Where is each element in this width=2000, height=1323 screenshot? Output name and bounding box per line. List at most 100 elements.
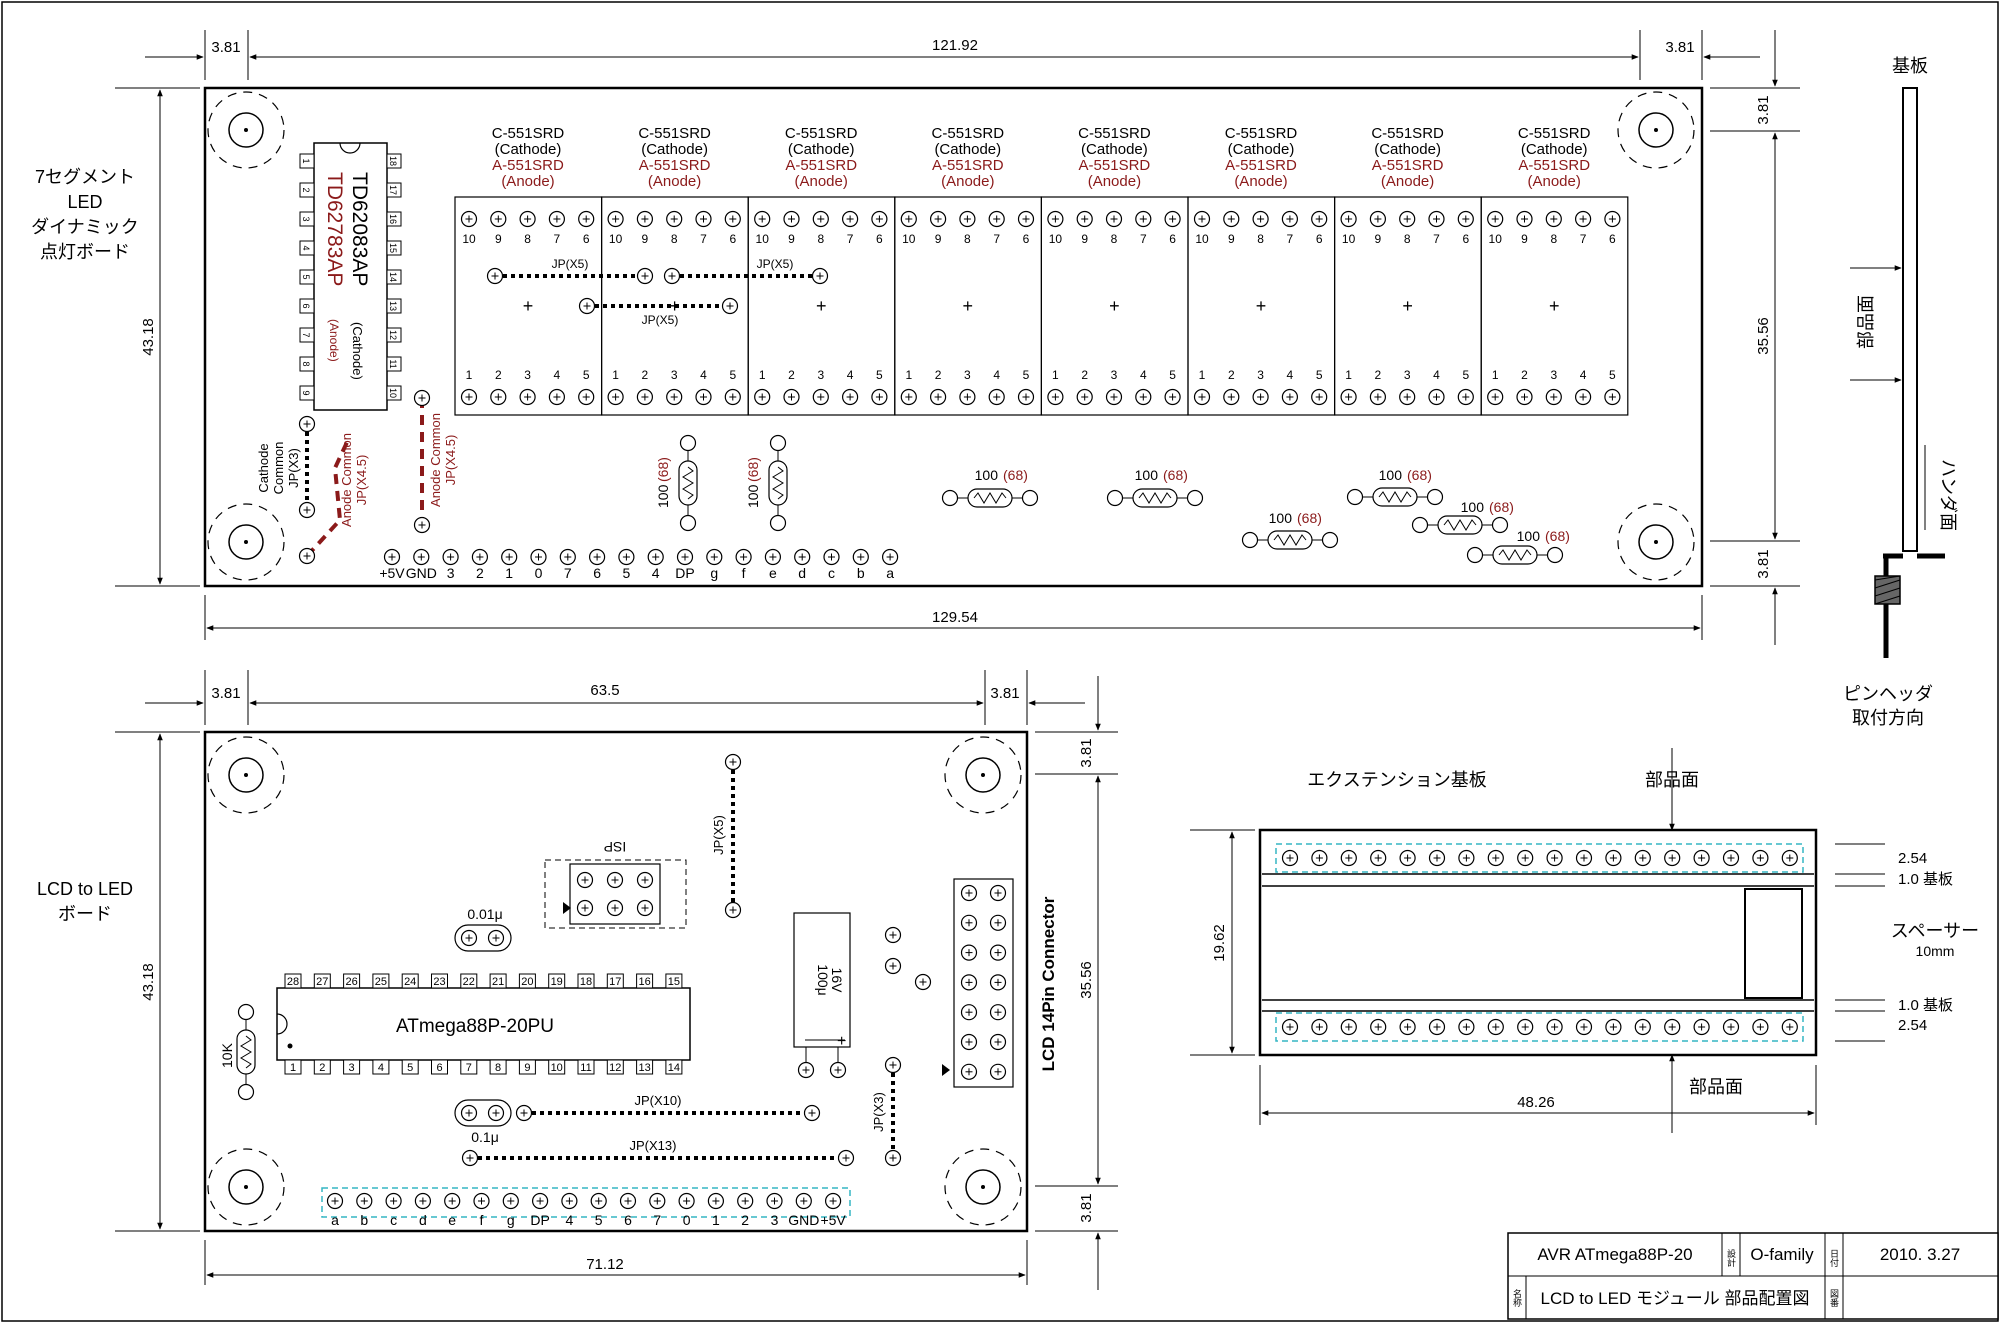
pad-icon xyxy=(649,1192,666,1210)
pin-label: 17 xyxy=(609,976,621,988)
pad-icon xyxy=(812,210,829,228)
pad-icon xyxy=(989,1004,1007,1021)
pin-label: 5 xyxy=(1169,368,1176,382)
tb-name-label: 名称 xyxy=(1512,1288,1522,1308)
pad-icon xyxy=(1399,388,1416,406)
pad-icon xyxy=(707,1192,725,1210)
pin-label: 7 xyxy=(1287,232,1294,246)
pad-icon xyxy=(1487,1018,1504,1036)
resistor-value: 100 xyxy=(975,467,999,483)
pad-icon xyxy=(1457,210,1474,228)
pad-icon xyxy=(754,210,771,228)
pin-label: 3 xyxy=(1404,368,1411,382)
pad-icon xyxy=(1575,1018,1593,1036)
bot-dim-width-inner: 63.5 xyxy=(590,682,619,699)
pad-icon xyxy=(385,1192,402,1210)
pin-label: d xyxy=(798,565,806,581)
pad-icon xyxy=(590,1192,607,1210)
center-mark-icon: + xyxy=(1402,296,1413,316)
pad-icon xyxy=(959,388,976,406)
pad-icon xyxy=(460,210,478,228)
pin-label: 9 xyxy=(1228,232,1235,246)
pad-icon xyxy=(1722,1018,1740,1036)
pad-icon xyxy=(1340,1018,1357,1036)
segment-part-label: C-551SRD xyxy=(1078,125,1151,142)
pin-label: 7 xyxy=(653,1212,661,1228)
segment-part-label: A-551SRD xyxy=(1518,157,1590,174)
pin-label: 17 xyxy=(388,185,398,195)
pin-label: 2 xyxy=(1521,368,1528,382)
pad-icon xyxy=(1604,388,1621,406)
pin-label: 4 xyxy=(652,565,660,581)
center-mark-icon: + xyxy=(963,296,974,316)
top-board: 7セグメント LED ダイナミック 点灯ボード 3.81 121.92 3.81… xyxy=(31,30,1800,645)
pin-label: g xyxy=(710,565,718,581)
pad-icon xyxy=(824,1192,842,1210)
resistor-value: 100 xyxy=(1269,510,1293,526)
bottom-board-label-2: ボード xyxy=(58,904,112,924)
segment-part-label: C-551SRD xyxy=(1371,125,1444,142)
pad-icon xyxy=(490,388,507,406)
pin-header-icon xyxy=(1874,575,1901,605)
pad-icon xyxy=(1517,1018,1534,1036)
tb-design-label: 設計 xyxy=(1726,1248,1736,1268)
pad-icon xyxy=(676,548,694,566)
pad-icon xyxy=(1340,849,1357,867)
bot-dim-margin-bottom: 3.81 xyxy=(1078,1193,1095,1222)
pin-label: 9 xyxy=(1081,232,1088,246)
ic-name-anode-suffix: (Anode) xyxy=(327,319,341,362)
pin-label: a xyxy=(886,565,894,581)
pin-label: 19 xyxy=(551,976,563,988)
pin-label: 15 xyxy=(388,243,398,253)
segment-part-label: (Anode) xyxy=(1528,173,1581,190)
pad-icon xyxy=(724,210,741,228)
pin-label: 8 xyxy=(671,232,678,246)
pad-icon xyxy=(414,1192,431,1210)
pin-label: 16 xyxy=(388,214,398,224)
mounting-hole-icon xyxy=(944,1148,1022,1226)
pin-label: 10 xyxy=(462,232,476,246)
pad-icon xyxy=(852,548,869,566)
jp-x3-bottom: JP(X3) xyxy=(871,1092,886,1132)
jp-x5-label-c: JP(X5) xyxy=(642,313,679,327)
pin-label: 23 xyxy=(433,976,445,988)
pin-label: 7 xyxy=(1140,232,1147,246)
tb-name: LCD to LED モジュール 部品配置図 xyxy=(1541,1289,1810,1308)
pad-icon xyxy=(988,210,1005,228)
resistor-icon xyxy=(678,434,698,532)
pin-label: 18 xyxy=(388,156,398,166)
pin-label: 27 xyxy=(316,976,328,988)
cap-001-label: 0.01μ xyxy=(467,906,502,922)
segment-part-label: A-551SRD xyxy=(492,157,564,174)
bot-dim-width-total: 71.12 xyxy=(586,1256,624,1273)
cathode-common-2: Common xyxy=(271,442,286,495)
pin-label: 8 xyxy=(1550,232,1557,246)
pad-icon xyxy=(548,210,566,228)
mounting-hole-icon xyxy=(207,1148,285,1226)
resistor-alt-value: (68) xyxy=(1545,528,1570,544)
pad-icon xyxy=(618,548,635,566)
res-v2-100: 100 xyxy=(745,484,761,508)
pad-icon xyxy=(1076,388,1093,406)
pad-icon xyxy=(1487,388,1504,406)
pin-label: 7 xyxy=(700,232,707,246)
pad-icon xyxy=(1752,849,1769,867)
pad-icon xyxy=(607,210,624,228)
pad-icon xyxy=(578,210,595,228)
pin-label: 5 xyxy=(583,368,590,382)
pad-icon xyxy=(578,388,595,406)
pin-label: 16 xyxy=(638,976,650,988)
anode-common-b-1: Anode Common xyxy=(428,413,443,507)
top-dim-margin-right: 3.81 xyxy=(1665,39,1694,56)
res-v2-68: (68) xyxy=(745,457,761,482)
top-dim-margin-top: 3.81 xyxy=(1755,95,1772,124)
pad-icon xyxy=(1605,1018,1622,1036)
pad-icon xyxy=(473,1192,490,1210)
pin-label: 9 xyxy=(495,232,502,246)
bot-dim-height-total: 43.18 xyxy=(140,963,157,1001)
pin-label: 10 xyxy=(1049,232,1063,246)
pin-label: 1 xyxy=(505,565,513,581)
